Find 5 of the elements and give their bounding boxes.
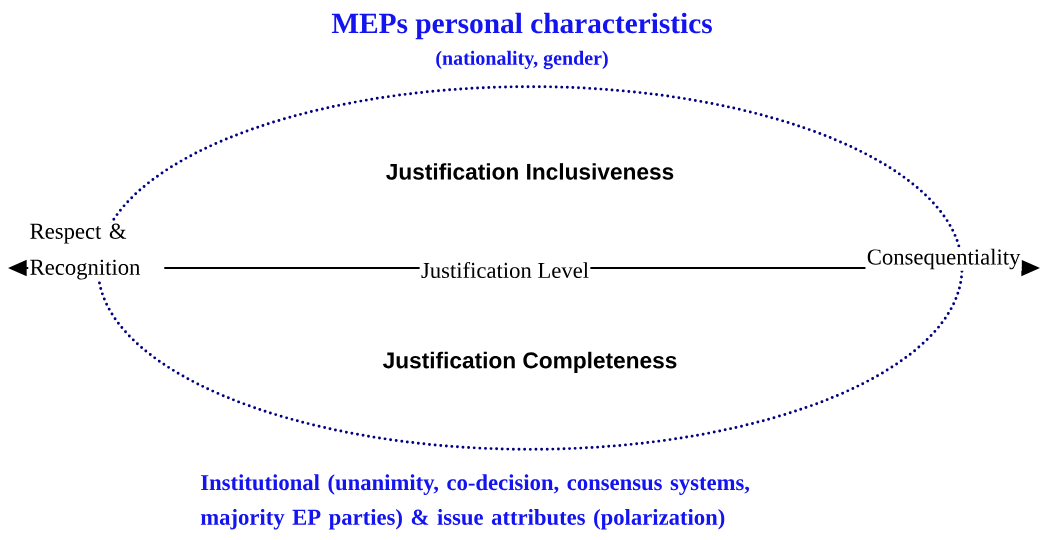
factor-note: Institutional (unanimity, co-decision, consensus systems, majority EP parties) & issue attributes (polarization) xyxy=(200,474,750,530)
axis-end-label: Respect & Recognition xyxy=(28,222,165,281)
title: MEPs personal characteristics xyxy=(331,12,712,40)
axis-label: Justification Level xyxy=(419,260,591,280)
axis-end-label: Consequentiality xyxy=(865,247,1022,271)
